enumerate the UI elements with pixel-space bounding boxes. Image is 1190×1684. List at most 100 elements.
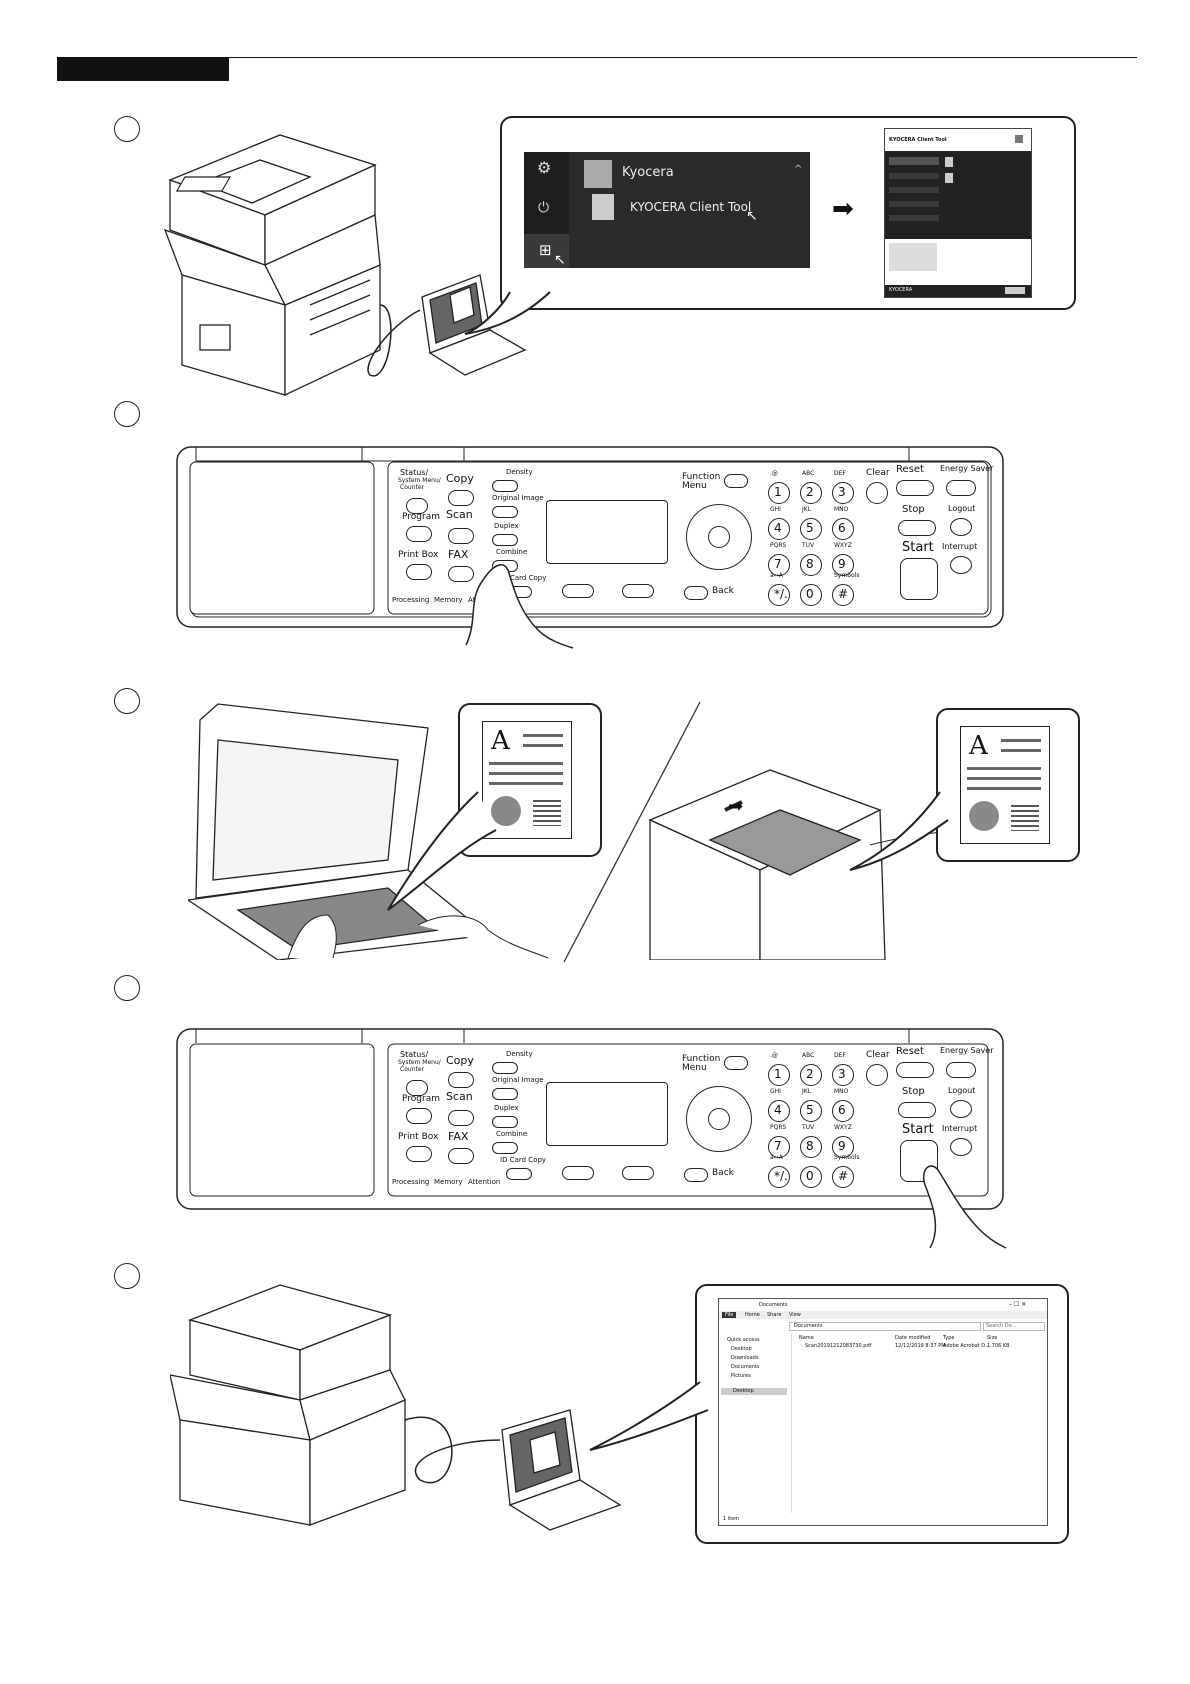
- energy-saver-button[interactable]: [946, 480, 976, 496]
- keypad-key-11[interactable]: #: [832, 1166, 854, 1188]
- address-bar[interactable]: Documents: [789, 1322, 981, 1331]
- menu-item[interactable]: [889, 173, 939, 179]
- file-row[interactable]: Scan20191212083730.pdf 12/12/2019 8:37 P…: [795, 1343, 1043, 1350]
- keypad-key-2[interactable]: 3: [832, 1064, 854, 1086]
- close-icon[interactable]: [1015, 135, 1023, 143]
- start-menu-item-client-tool[interactable]: KYOCERA Client Tool: [630, 200, 752, 214]
- power-icon[interactable]: ⏻: [538, 200, 550, 216]
- chevron-up-icon[interactable]: ^: [794, 164, 803, 175]
- logout-button[interactable]: [950, 518, 972, 536]
- left-soft-key[interactable]: [562, 584, 594, 598]
- nav-desktop[interactable]: Desktop: [731, 1346, 752, 1352]
- close-button[interactable]: [1005, 287, 1025, 294]
- keypad-key-4[interactable]: 5: [800, 518, 822, 540]
- interrupt-button[interactable]: [950, 556, 972, 574]
- keypad-key-11[interactable]: #: [832, 584, 854, 606]
- keypad-key-4[interactable]: 5: [800, 1100, 822, 1122]
- duplex-button[interactable]: [492, 1116, 518, 1128]
- nav-quick-access[interactable]: Quick access: [727, 1337, 760, 1343]
- left-soft-key[interactable]: [562, 1166, 594, 1180]
- menu-item[interactable]: [889, 201, 939, 207]
- search-input[interactable]: Search Do...: [983, 1322, 1045, 1331]
- column-type[interactable]: Type: [943, 1335, 955, 1341]
- ribbon-tab-file[interactable]: File: [722, 1312, 737, 1318]
- keypad-key-2[interactable]: 3: [832, 482, 854, 504]
- energy-saver-button[interactable]: [946, 1062, 976, 1078]
- keypad-key-5[interactable]: 6: [832, 1100, 854, 1122]
- print-box-button[interactable]: [406, 564, 432, 580]
- card-copy-button[interactable]: [506, 1168, 532, 1180]
- stop-button[interactable]: [898, 1102, 936, 1118]
- keypad-key-3[interactable]: 4: [768, 518, 790, 540]
- stop-button[interactable]: [898, 520, 936, 536]
- reset-button[interactable]: [896, 1062, 934, 1078]
- keypad-key-7[interactable]: 8: [800, 554, 822, 576]
- right-soft-key[interactable]: [622, 584, 654, 598]
- settings-icon[interactable]: ⚙: [537, 158, 552, 177]
- start-button[interactable]: [900, 558, 938, 600]
- nav-documents[interactable]: Documents: [731, 1364, 760, 1370]
- back-button[interactable]: [684, 1168, 708, 1182]
- program-button[interactable]: [406, 1108, 432, 1124]
- fax-button[interactable]: [448, 1148, 474, 1164]
- keypad-key-1[interactable]: 2: [800, 482, 822, 504]
- status-button[interactable]: [406, 498, 428, 514]
- keypad-key-6[interactable]: 7: [768, 1136, 790, 1158]
- device-list-item[interactable]: [889, 157, 939, 165]
- keypad-key-6[interactable]: 7: [768, 554, 790, 576]
- density-button[interactable]: [492, 480, 518, 492]
- keypad-key-1[interactable]: 2: [800, 1064, 822, 1086]
- scan-profile-icon[interactable]: [945, 157, 953, 167]
- scan-button[interactable]: [448, 528, 474, 544]
- interrupt-button[interactable]: [950, 1138, 972, 1156]
- print-box-button[interactable]: [406, 1146, 432, 1162]
- keypad-key-10[interactable]: 0: [800, 1166, 822, 1188]
- ribbon-tab-home[interactable]: Home: [745, 1312, 760, 1318]
- keypad-key-0[interactable]: 1: [768, 1064, 790, 1086]
- function-menu-button[interactable]: [724, 474, 748, 488]
- keypad-key-3[interactable]: 4: [768, 1100, 790, 1122]
- clear-button[interactable]: [866, 1064, 888, 1086]
- copy-button[interactable]: [448, 1072, 474, 1088]
- keypad-key-7[interactable]: 8: [800, 1136, 822, 1158]
- nav-desktop-selected[interactable]: Desktop: [721, 1388, 787, 1395]
- scan-button[interactable]: [448, 1110, 474, 1126]
- duplex-button[interactable]: [492, 534, 518, 546]
- scan-profile-icon[interactable]: [945, 173, 953, 183]
- keypad-key-0[interactable]: 1: [768, 482, 790, 504]
- keypad-key-10[interactable]: 0: [800, 584, 822, 606]
- clear-button[interactable]: [866, 482, 888, 504]
- keypad-key-9[interactable]: */.: [768, 584, 790, 606]
- column-name[interactable]: Name: [799, 1335, 814, 1341]
- nav-downloads[interactable]: Downloads: [731, 1355, 759, 1361]
- original-image-button[interactable]: [492, 506, 518, 518]
- ok-button[interactable]: [708, 526, 730, 548]
- keypad-key-8[interactable]: 9: [832, 554, 854, 576]
- keypad-key-9[interactable]: */.: [768, 1166, 790, 1188]
- column-date-modified[interactable]: Date modified: [895, 1335, 931, 1341]
- start-menu-group-kyocera[interactable]: Kyocera: [622, 165, 674, 180]
- menu-item[interactable]: [889, 215, 939, 221]
- keypad-key-5[interactable]: 6: [832, 518, 854, 540]
- logout-button[interactable]: [950, 1100, 972, 1118]
- function-menu-button[interactable]: [724, 1056, 748, 1070]
- column-size[interactable]: Size: [987, 1335, 998, 1341]
- combine-button[interactable]: [492, 1142, 518, 1154]
- original-image-button[interactable]: [492, 1088, 518, 1100]
- ribbon-tab-view[interactable]: View: [789, 1312, 801, 1318]
- density-button[interactable]: [492, 1062, 518, 1074]
- fax-button[interactable]: [448, 566, 474, 582]
- ribbon-tab-share[interactable]: Share: [767, 1312, 782, 1318]
- status-button[interactable]: [406, 1080, 428, 1096]
- window-controls[interactable]: – ☐ ✕: [1009, 1301, 1027, 1308]
- menu-item[interactable]: [889, 187, 939, 193]
- reset-button[interactable]: [896, 480, 934, 496]
- ok-button[interactable]: [708, 1108, 730, 1130]
- right-soft-key[interactable]: [622, 1166, 654, 1180]
- copy-button[interactable]: [448, 490, 474, 506]
- keypad-key-8[interactable]: 9: [832, 1136, 854, 1158]
- start-button[interactable]: [900, 1140, 938, 1182]
- nav-pictures[interactable]: Pictures: [731, 1373, 751, 1379]
- back-button[interactable]: [684, 586, 708, 600]
- start-button[interactable]: ⊞: [524, 234, 569, 268]
